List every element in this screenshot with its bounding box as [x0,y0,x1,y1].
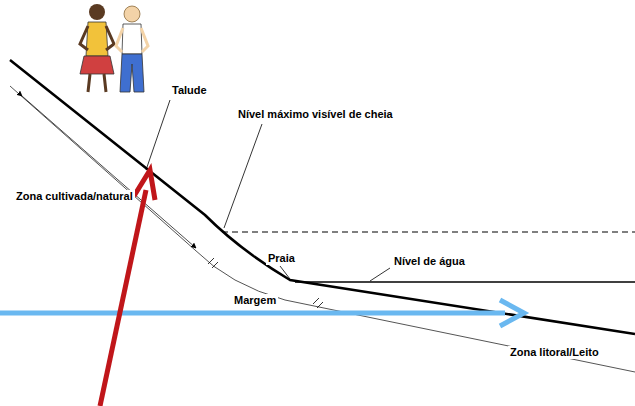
water-level-label: Nível de água [392,255,467,268]
blue-arrow [0,311,505,316]
water-level-line [295,281,635,283]
beach-label: Praia [266,252,297,265]
leader-line [224,124,262,228]
red-arrowhead [134,170,155,200]
leader-line [370,268,390,281]
legs [88,74,106,92]
arms [80,26,114,50]
slope-label: Talude [170,84,209,97]
skirt [80,56,114,74]
flood-level-label: Nível máximo visível de cheia [236,108,395,121]
red-arrow [100,190,146,406]
head [124,6,140,22]
shirt [122,24,142,54]
boundary-line [10,86,635,372]
riverbed-label: Zona litoral/Leito [508,346,601,359]
blue-arrowhead [500,300,524,326]
torso [86,22,108,56]
bank-label: Margem [232,294,278,307]
break-mark [313,298,323,308]
flood-level-line [222,231,635,232]
trousers [120,54,144,92]
dimension-arrow [22,96,196,248]
people-figures [80,4,148,92]
bank-profile [10,60,635,334]
break-mark [208,258,218,268]
arms [116,28,148,52]
zone-label: Zona cultivada/natural [14,190,135,203]
head [89,4,105,20]
leader-line [280,266,290,279]
leader-line [146,100,170,170]
